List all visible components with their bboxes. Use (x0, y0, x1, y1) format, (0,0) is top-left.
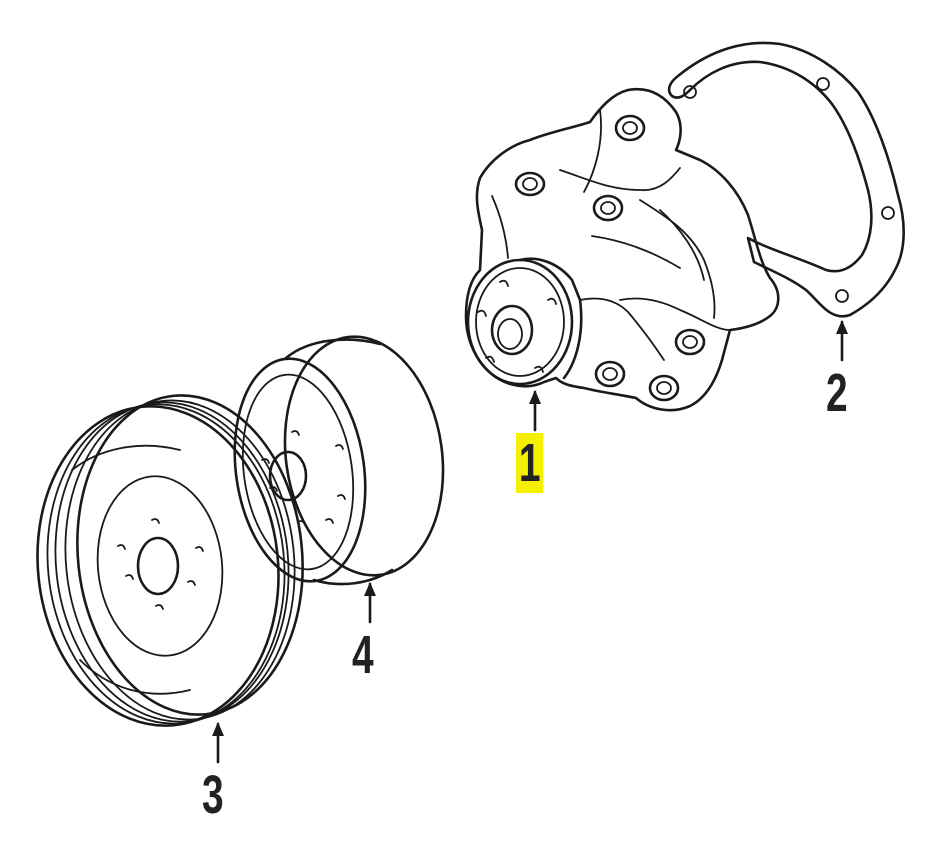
leader-arrow-3 (212, 722, 224, 764)
callout-3-text: 3 (202, 765, 224, 825)
leader-arrow-2 (836, 320, 848, 362)
leader-arrow-1 (529, 390, 541, 432)
callout-1-label[interactable]: 1 (516, 433, 544, 493)
pulley-drawing (36, 394, 304, 727)
callout-2-text: 2 (826, 363, 848, 423)
callout-3-label[interactable]: 3 (202, 768, 224, 822)
leader-arrow-4 (364, 582, 376, 624)
callout-4-text: 4 (352, 625, 374, 685)
callout-2-label[interactable]: 2 (826, 366, 848, 420)
callout-1-highlight: 1 (516, 433, 544, 493)
hub-drawing (233, 335, 445, 586)
callout-4-label[interactable]: 4 (352, 628, 374, 682)
gasket-drawing (667, 41, 905, 318)
water-pump-drawing (464, 87, 780, 412)
